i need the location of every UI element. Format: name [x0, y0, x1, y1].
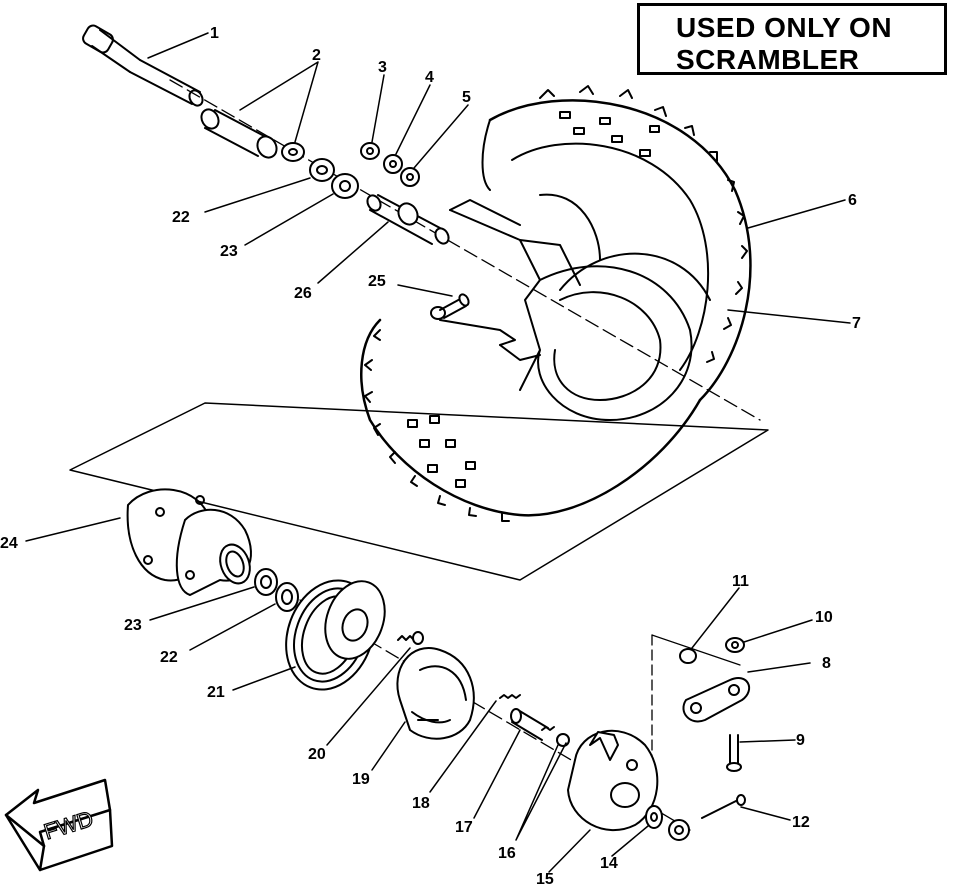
part-11-washer — [679, 648, 697, 664]
part-4-washer — [383, 154, 403, 174]
callout-18: 18 — [412, 795, 430, 812]
callout-10: 10 — [815, 609, 833, 626]
callout-3: 3 — [378, 59, 387, 76]
part-24-hub — [126, 488, 252, 596]
part-17-cam — [510, 708, 555, 741]
part-21-brake-drum — [285, 579, 386, 691]
callout-8: 8 — [822, 655, 831, 672]
part-12-cotter-pin — [701, 794, 746, 819]
callout-22-upper: 22 — [172, 209, 190, 226]
scrambler-note-box: USED ONLY ON SCRAMBLER — [637, 3, 947, 75]
callout-24: 24 — [0, 535, 18, 552]
callout-22: 22 — [160, 649, 178, 666]
callout-2: 2 — [312, 47, 321, 64]
part-6-tire — [360, 85, 752, 522]
part-22-seal-lower — [275, 582, 299, 612]
part-23-bearing-upper — [331, 173, 359, 199]
axle-centerline — [169, 79, 761, 421]
callout-16: 16 — [498, 845, 516, 862]
callout-26: 26 — [294, 285, 312, 302]
callout-1: 1 — [210, 25, 219, 42]
part-1-axle-bolt — [82, 24, 204, 107]
callout-23: 23 — [124, 617, 142, 634]
part-14-washer — [645, 805, 663, 829]
callout-20: 20 — [308, 746, 326, 763]
callout-11: 11 — [732, 573, 749, 590]
callout-4: 4 — [425, 69, 434, 86]
part-3-nut — [360, 142, 380, 160]
part-16-washer — [556, 733, 570, 747]
callout-14: 14 — [600, 855, 618, 872]
part-19-brake-shoe — [396, 647, 475, 740]
part-axle-nut — [668, 819, 690, 841]
callout-9: 9 — [796, 732, 805, 749]
callout-21: 21 — [207, 684, 225, 701]
callout-6: 6 — [848, 192, 857, 209]
part-10-nut — [725, 637, 745, 653]
part-25-valve-stem — [430, 293, 470, 320]
part-22-seal-upper — [309, 158, 335, 182]
part-26-spacer-tube — [366, 194, 450, 245]
fwd-arrow-icon — [4, 778, 114, 872]
part-23-bearing-lower — [254, 568, 278, 596]
part-5-washer — [400, 167, 420, 187]
hub-centerline — [299, 599, 691, 831]
note-line-2: SCRAMBLER — [676, 44, 860, 75]
part-8-bracket — [682, 677, 751, 723]
callout-5: 5 — [462, 89, 471, 106]
part-2-spacer — [200, 108, 305, 162]
part-18-spring — [499, 694, 521, 699]
ground-plane — [69, 402, 769, 581]
callout-15: 15 — [536, 871, 554, 886]
callout-19: 19 — [352, 771, 370, 788]
callout-12: 12 — [792, 814, 810, 831]
callout-labels: 1 2 3 4 5 6 7 8 9 10 11 12 14 15 16 17 1… — [0, 25, 861, 886]
part-20-spring — [397, 631, 424, 645]
part-9-bolt — [726, 734, 742, 772]
callout-23-upper: 23 — [220, 243, 238, 260]
note-line-1: USED ONLY ON — [676, 12, 893, 43]
leader-lines — [25, 32, 851, 873]
part-15-backing-plate — [567, 729, 659, 831]
part-7-rim — [439, 199, 693, 421]
callout-7: 7 — [852, 315, 861, 332]
callout-17: 17 — [455, 819, 473, 836]
callout-25: 25 — [368, 273, 386, 290]
